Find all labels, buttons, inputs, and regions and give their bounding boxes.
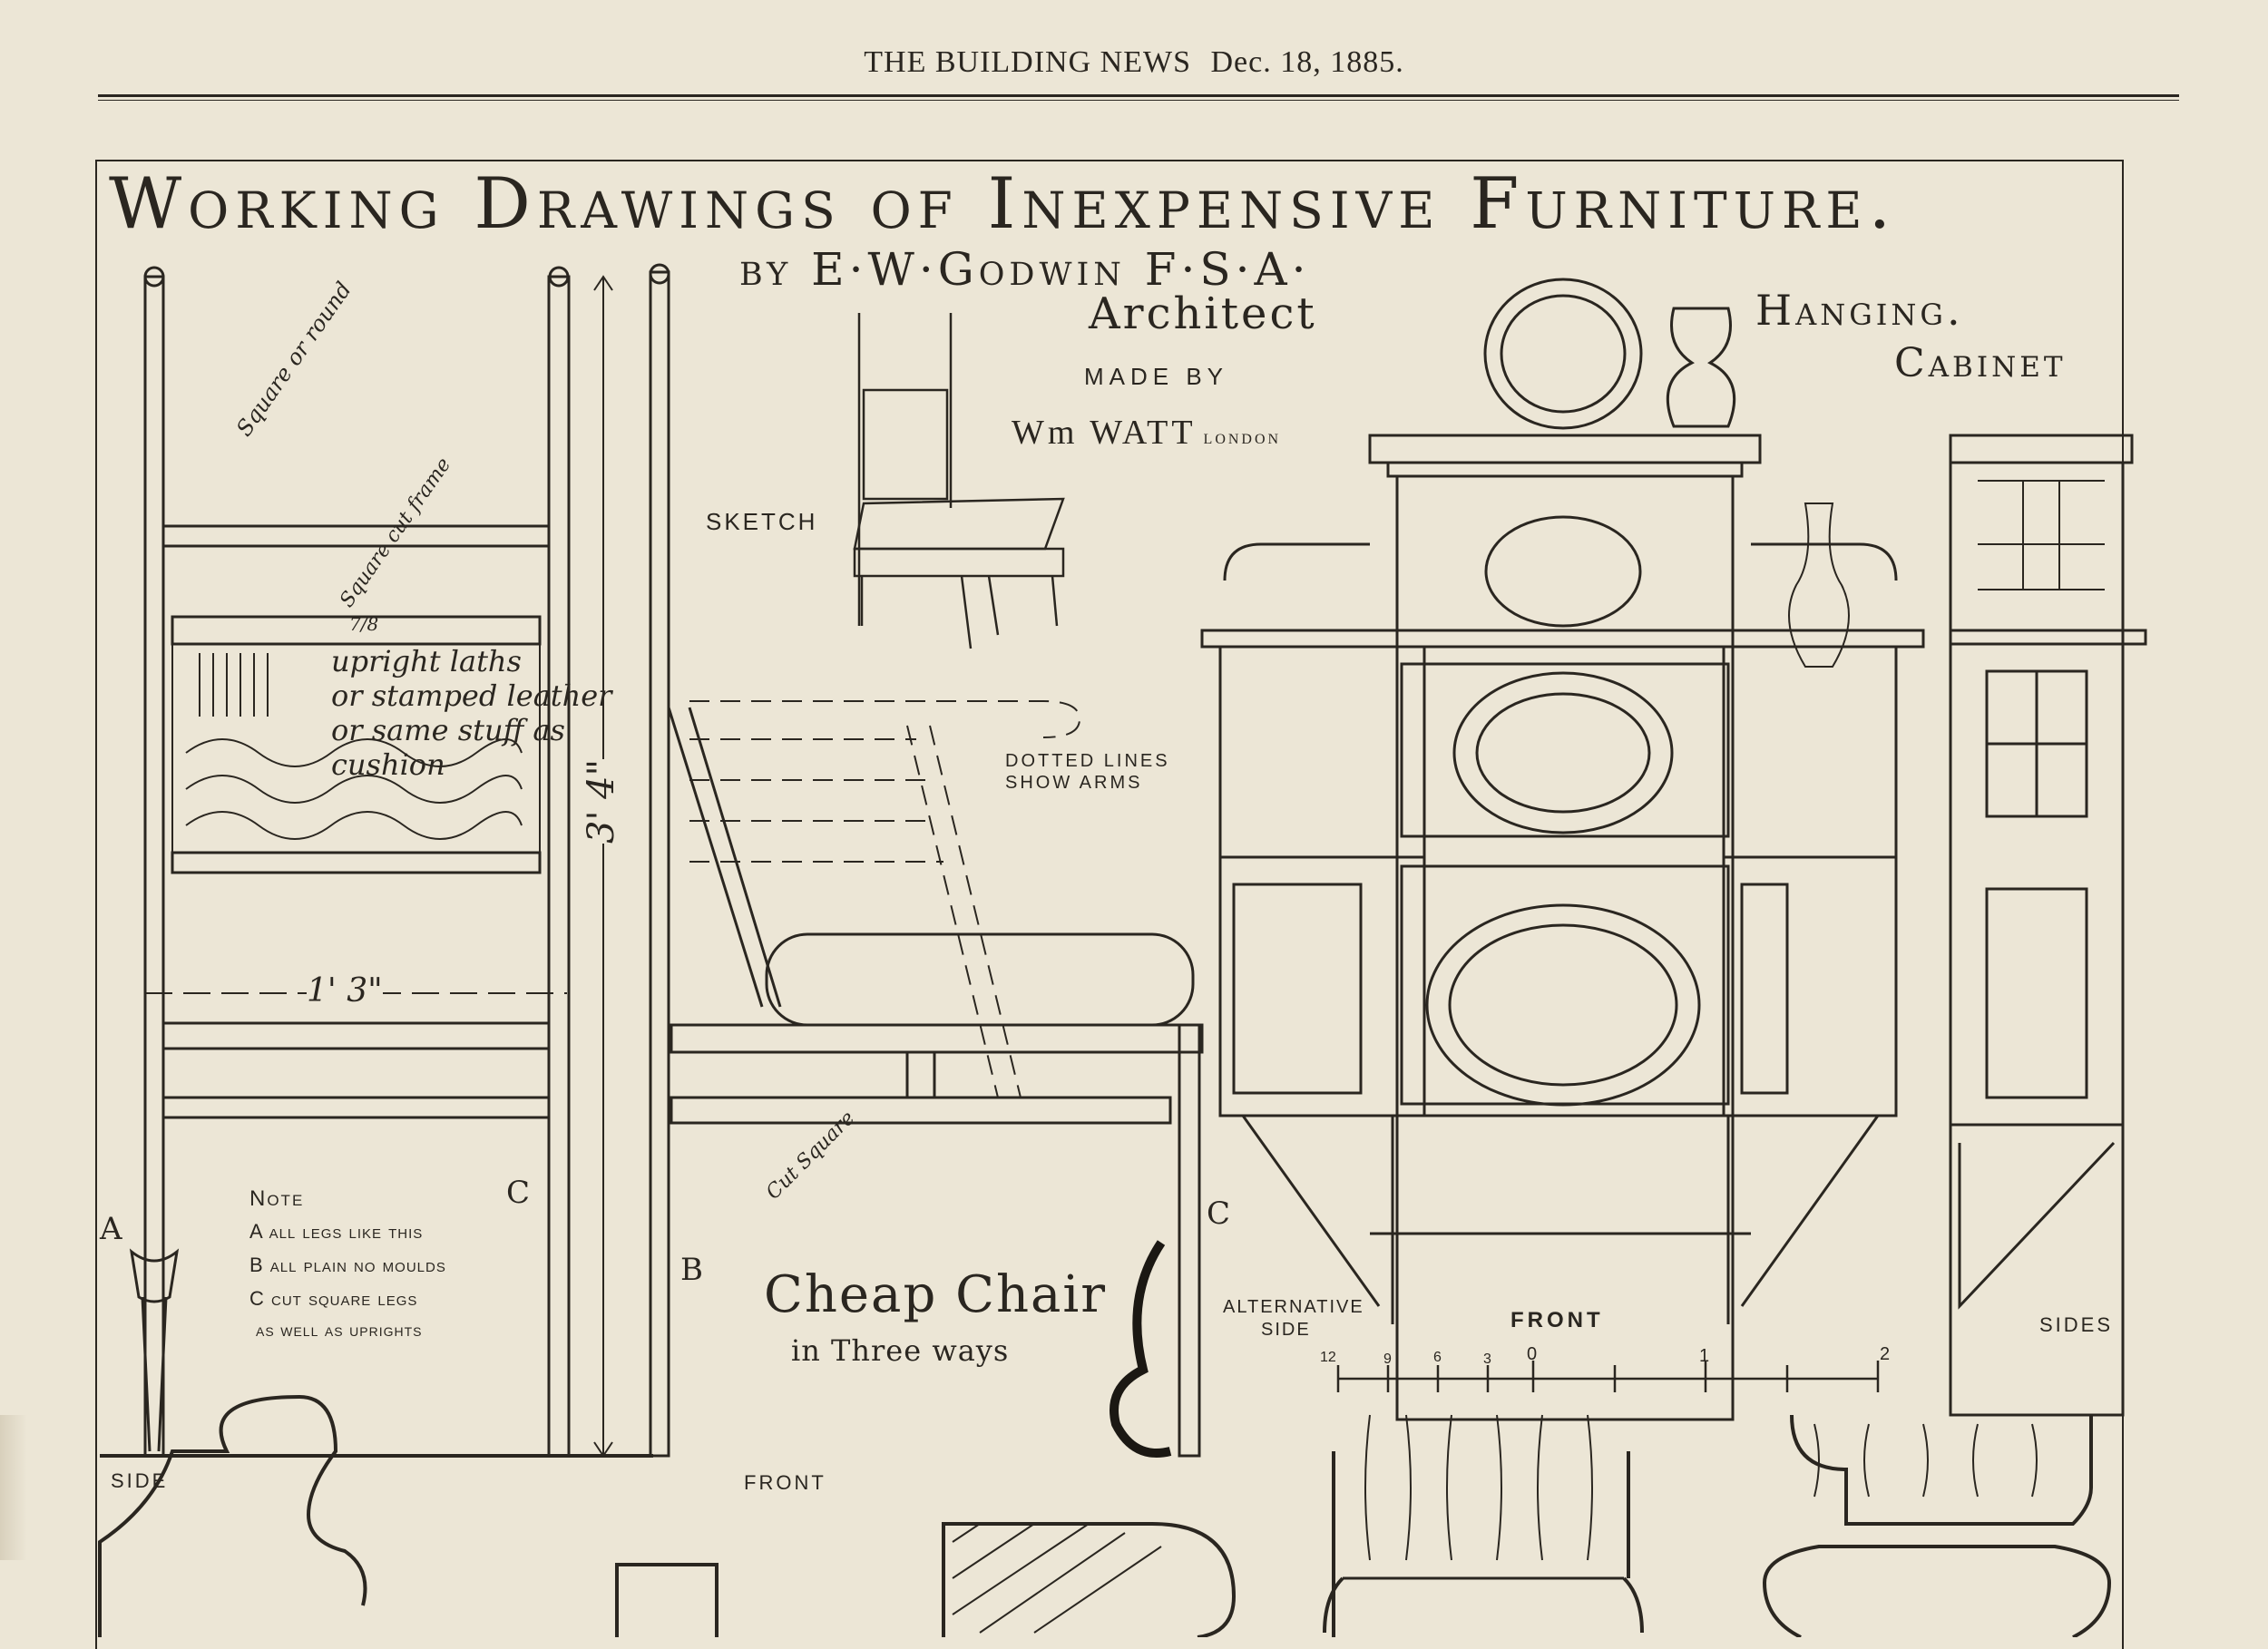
mark-c-front: C [1207, 1195, 1231, 1232]
dimension-width: 1' 3" [307, 972, 383, 1010]
scale-tick-1: 1 [1699, 1346, 1710, 1366]
dimension-height: 3' 4" [581, 758, 622, 844]
moulding-details [98, 1394, 2112, 1637]
chair-caption-sub: in Three ways [791, 1333, 1010, 1368]
front-view-label: FRONT [744, 1471, 826, 1494]
header-rule-thin [98, 100, 2179, 101]
plate-byline: by E·W·Godwin F·S·A· [739, 243, 1311, 296]
mark-b: B [680, 1252, 703, 1288]
scale-tick-6: 6 [1433, 1350, 1442, 1365]
scale-tick-2: 2 [1880, 1344, 1891, 1364]
maker: Wm WATT [1012, 414, 1197, 452]
scale-tick-9: 9 [1383, 1351, 1392, 1367]
height-dimension [593, 275, 613, 1458]
made-by-label: MADE BY [1084, 363, 1229, 390]
dotted-lines-note-2: SHOW ARMS [1005, 773, 1143, 793]
note-laths-4: cushion [331, 747, 445, 782]
cabinet-sides-label: SIDES [2039, 1313, 2114, 1336]
chair-caption: Cheap Chair [764, 1265, 1108, 1324]
chair-sketch [853, 313, 1065, 649]
note-laths-3: or same stuff as [331, 713, 565, 747]
cabinet-side [1949, 434, 2147, 1417]
note-title: Note [249, 1186, 305, 1211]
alternative-side-label-2: SIDE [1261, 1320, 1311, 1340]
mark-a: A [100, 1211, 122, 1247]
note-laths-2: or stamped leather [331, 678, 612, 713]
cabinet-front-label: FRONT [1510, 1308, 1604, 1332]
publication-name: THE BUILDING NEWS [864, 45, 1191, 79]
plate-role: Architect [1089, 288, 1317, 339]
scale-tick-0: 0 [1527, 1344, 1538, 1364]
scale-tick-3: 3 [1483, 1351, 1491, 1367]
note-fraction: 7/8 [349, 613, 379, 635]
note-laths-1: upright laths [331, 644, 522, 678]
note-a: A all legs like this [249, 1220, 424, 1243]
chair-front-view [649, 263, 1204, 1458]
scale-bar [1336, 1361, 1880, 1392]
note-c: C cut square legs [249, 1287, 418, 1310]
maker-name: Wm WATT LONDON [1012, 413, 1281, 453]
cabinet-title-line1: Hanging. [1755, 286, 1964, 335]
chair-side-view [100, 266, 653, 1458]
cabinet-title-line2: Cabinet [1894, 340, 2067, 386]
note-b: B all plain no moulds [249, 1254, 446, 1276]
header-rule [98, 94, 2179, 97]
page-header: THE BUILDING NEWS Dec. 18, 1885. [0, 45, 2268, 100]
scale-tick-12: 12 [1320, 1350, 1336, 1365]
dotted-lines-note-1: DOTTED LINES [1005, 751, 1170, 771]
cabinet-front [1200, 278, 1925, 1421]
issue-date: Dec. 18, 1885. [1210, 45, 1404, 79]
mark-c-side: C [506, 1175, 531, 1211]
sketch-label: SKETCH [706, 508, 818, 535]
maker-city: LONDON [1203, 432, 1282, 447]
side-view-label: SIDE [111, 1469, 169, 1492]
alternative-side-label-1: ALTERNATIVE [1223, 1297, 1364, 1317]
note-c-cont: as well as uprights [256, 1321, 423, 1341]
plate-title: Working Drawings of Inexpensive Furnitur… [109, 163, 1898, 245]
scroll-shadow [0, 1415, 27, 1560]
